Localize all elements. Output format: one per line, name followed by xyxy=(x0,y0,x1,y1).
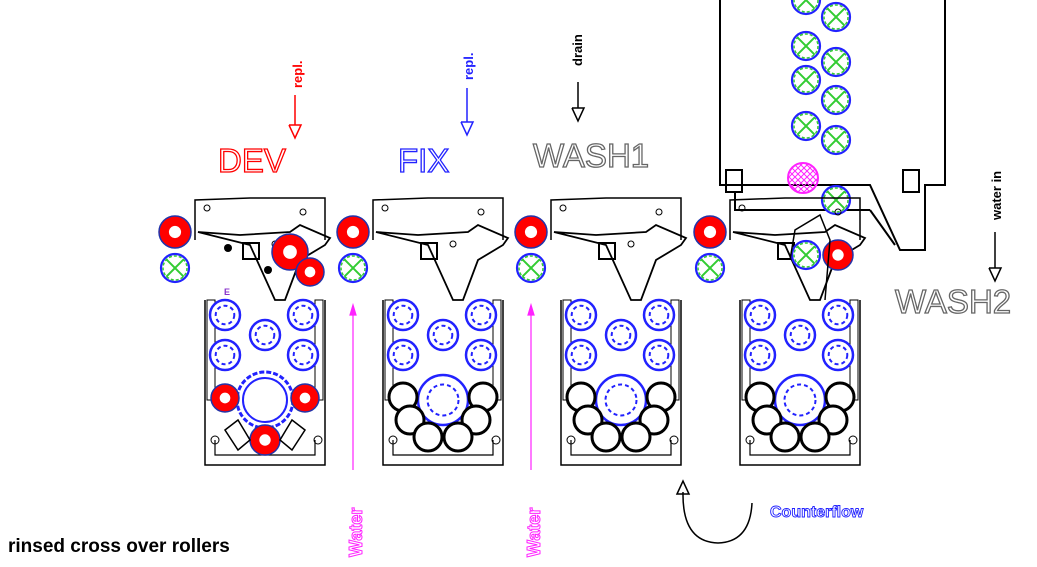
tank-unit-2 xyxy=(336,197,510,466)
blue-roller xyxy=(464,298,498,332)
wash2-label: WASH2 xyxy=(895,283,1011,320)
blue-roller xyxy=(426,318,460,352)
blue-roller xyxy=(783,318,817,352)
blue-roller xyxy=(208,338,242,372)
dev-repl-arrow xyxy=(288,95,303,140)
blue-roller xyxy=(564,338,598,372)
counterflow-label: Counterflow xyxy=(770,504,864,521)
green-roller xyxy=(790,0,822,16)
green-roller xyxy=(790,64,822,96)
water-arrow-2 xyxy=(527,302,535,470)
red-roller xyxy=(336,215,370,249)
green-roller xyxy=(820,184,852,216)
dev-e-mark: E xyxy=(224,287,230,297)
tank-unit-1 xyxy=(158,197,332,466)
tank-unit-3 xyxy=(514,197,688,466)
black-roller xyxy=(620,421,652,453)
dryer-rollers xyxy=(787,0,852,216)
fix-label: FIX xyxy=(398,142,449,179)
green-roller xyxy=(790,30,822,62)
red-roller xyxy=(158,215,192,249)
blue-roller xyxy=(564,298,598,332)
wash1-label: WASH1 xyxy=(533,137,649,174)
red-roller xyxy=(295,257,325,287)
water-in-label: water in xyxy=(989,171,1004,221)
red-roller xyxy=(249,424,281,456)
green-roller xyxy=(790,239,822,271)
blue-roller xyxy=(208,298,242,332)
black-roller xyxy=(799,421,831,453)
blue-roller xyxy=(248,318,282,352)
black-roller xyxy=(769,421,801,453)
drain-arrow xyxy=(571,82,586,123)
hatched-roller xyxy=(787,162,819,194)
red-roller xyxy=(693,215,727,249)
tank-units xyxy=(158,197,867,466)
black-roller xyxy=(412,421,444,453)
dev-label: DEV xyxy=(218,142,286,179)
green-roller xyxy=(820,46,852,78)
blue-roller xyxy=(286,298,320,332)
water-label-2: Water xyxy=(524,508,544,557)
green-roller xyxy=(820,124,852,156)
blue-roller xyxy=(386,338,420,372)
blue-roller xyxy=(743,298,777,332)
green-roller xyxy=(790,110,822,142)
blue-roller xyxy=(416,373,470,427)
water-in-arrow xyxy=(988,232,1003,283)
caption: rinsed cross over rollers xyxy=(8,536,230,557)
fix-repl-label: repl. xyxy=(461,53,476,80)
green-roller xyxy=(337,252,369,284)
blue-roller xyxy=(821,298,855,332)
red-roller xyxy=(271,233,309,271)
dev-repl-label: repl. xyxy=(290,61,305,88)
fix-repl-arrow xyxy=(460,88,475,137)
red-roller xyxy=(290,383,320,413)
black-roller xyxy=(590,421,622,453)
blue-roller xyxy=(642,298,676,332)
blue-roller xyxy=(594,373,648,427)
tank-unit-4 xyxy=(693,197,867,466)
red-roller xyxy=(514,215,548,249)
blue-roller xyxy=(604,318,638,352)
green-roller xyxy=(820,1,852,33)
green-roller xyxy=(694,252,726,284)
green-roller xyxy=(820,84,852,116)
red-roller xyxy=(822,239,854,271)
blue-roller xyxy=(821,338,855,372)
blue-roller xyxy=(386,298,420,332)
water-arrow-1 xyxy=(349,302,357,470)
blue-roller xyxy=(743,338,777,372)
blue-roller xyxy=(464,338,498,372)
counterflow-arrow xyxy=(675,479,753,544)
red-roller xyxy=(210,383,240,413)
black-roller xyxy=(442,421,474,453)
green-roller xyxy=(159,252,191,284)
blue-roller xyxy=(286,338,320,372)
green-roller xyxy=(515,252,547,284)
blue-roller xyxy=(773,373,827,427)
drain-label: drain xyxy=(570,34,585,66)
water-label-1: Water xyxy=(346,508,366,557)
blue-roller xyxy=(642,338,676,372)
